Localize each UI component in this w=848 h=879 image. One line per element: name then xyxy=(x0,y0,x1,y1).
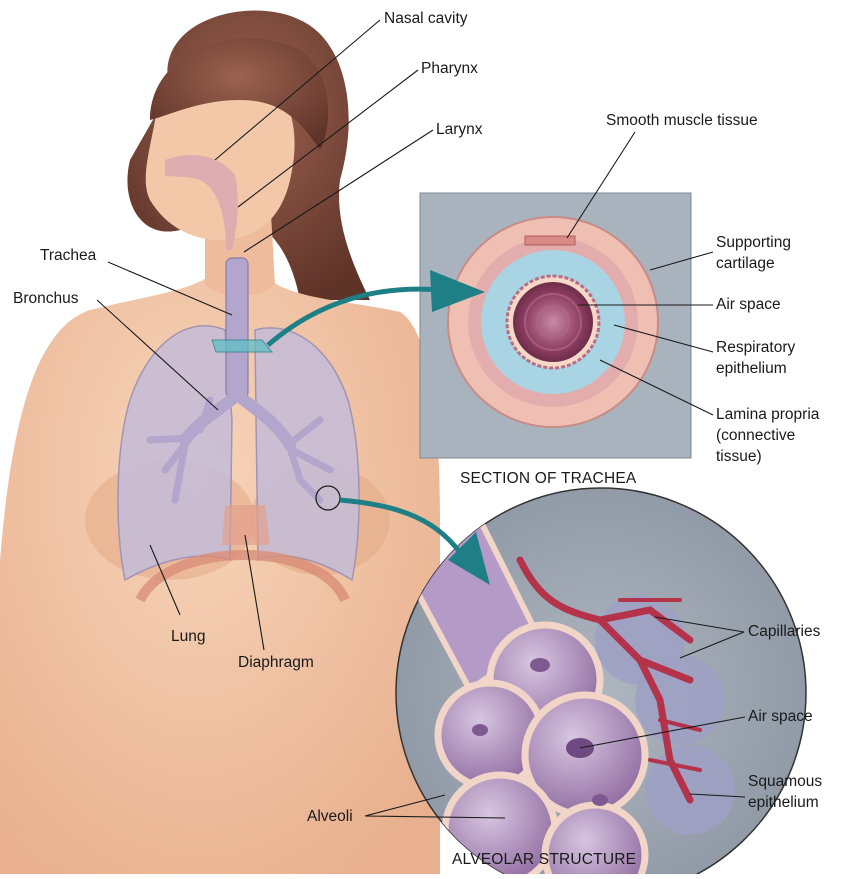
label-lung: Lung xyxy=(171,627,205,646)
label-lamina-propria-line3: tissue) xyxy=(716,447,762,466)
label-squamous-epithelium-line2: epithelium xyxy=(748,793,819,812)
caption-section-of-trachea: SECTION OF TRACHEA xyxy=(460,470,636,488)
label-alveoli: Alveoli xyxy=(307,807,353,826)
label-respiratory-epithelium-line1: Respiratory xyxy=(716,338,795,357)
label-lamina-propria-line2: (connective xyxy=(716,426,795,445)
label-nasal-cavity: Nasal cavity xyxy=(384,9,468,28)
label-supporting-cartilage-line1: Supporting xyxy=(716,233,791,252)
label-squamous-epithelium-line1: Squamous xyxy=(748,772,822,791)
label-supporting-cartilage-line2: cartilage xyxy=(716,254,775,273)
trachea-section-panel xyxy=(420,193,691,458)
label-lamina-propria-line1: Lamina propria xyxy=(716,405,819,424)
label-trachea: Trachea xyxy=(40,246,96,265)
label-larynx: Larynx xyxy=(436,120,483,139)
label-respiratory-epithelium-line2: epithelium xyxy=(716,359,787,378)
label-air-space-trachea: Air space xyxy=(716,295,781,314)
label-bronchus: Bronchus xyxy=(13,289,78,308)
label-pharynx: Pharynx xyxy=(421,59,478,78)
label-smooth-muscle-tissue: Smooth muscle tissue xyxy=(606,111,758,130)
label-diaphragm: Diaphragm xyxy=(238,653,314,672)
label-air-space-alveolar: Air space xyxy=(748,707,813,726)
caption-alveolar-structure: ALVEOLAR STRUCTURE xyxy=(452,851,636,869)
label-capillaries: Capillaries xyxy=(748,622,820,641)
